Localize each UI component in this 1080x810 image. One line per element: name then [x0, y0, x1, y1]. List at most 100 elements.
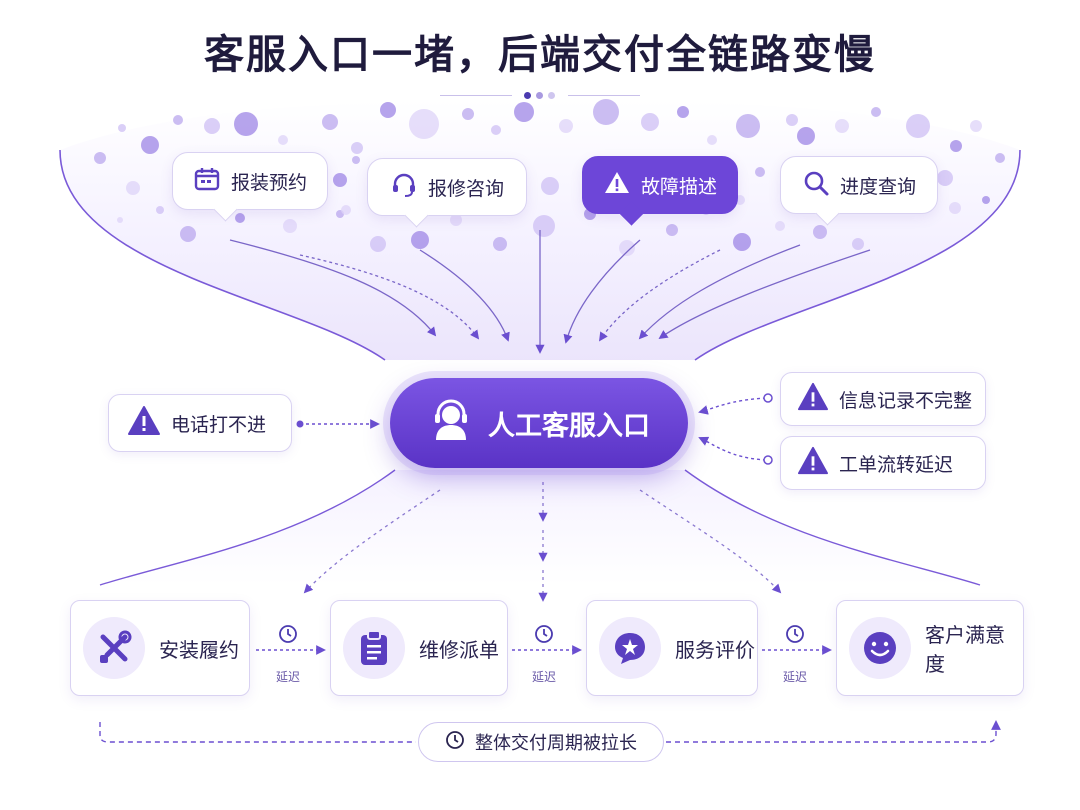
clock-icon [534, 625, 554, 647]
agent-icon [428, 397, 474, 450]
stage-card-satisfaction: 客户满意度 [836, 600, 1024, 696]
decorative-dot [755, 167, 765, 177]
top-funnel-edge-right [694, 149, 1021, 361]
decorative-dot [173, 115, 183, 125]
delay-marker-2: 延迟 [514, 624, 574, 684]
delay-marker-1: 延迟 [258, 624, 318, 684]
chat-star-icon [599, 617, 661, 679]
request-label: 故障描述 [640, 175, 717, 198]
warning-icon [797, 446, 829, 481]
clipboard-icon [343, 617, 405, 679]
delay-label: 延迟 [782, 670, 807, 684]
request-bubble-booking: 报装预约 [172, 152, 328, 222]
decorative-dot [514, 102, 534, 122]
top-funnel-edge-left [59, 149, 386, 361]
issue-card-records: 信息记录不完整 [780, 372, 986, 426]
issue-label: 信息记录不完整 [839, 389, 973, 412]
cycle-summary-pill: 整体交付周期被拉长 [418, 722, 664, 762]
decorative-dot [411, 231, 429, 249]
warning-icon [797, 382, 829, 417]
decorative-dot [370, 236, 386, 252]
decorative-dot [126, 181, 140, 195]
decorative-dot [204, 118, 220, 134]
issue-label: 工单流转延迟 [839, 453, 954, 476]
request-bubble-repair: 报修咨询 [367, 158, 527, 228]
stage-label: 维修派单 [419, 637, 499, 662]
issue-label: 电话打不进 [171, 413, 267, 436]
issue-card-phone: 电话打不进 [108, 394, 292, 452]
issue-card-ticket: 工单流转延迟 [780, 436, 986, 490]
request-bubble-fault: 故障描述 [582, 156, 738, 226]
downstream-arrows [303, 482, 782, 602]
decorative-dot [707, 135, 717, 145]
decorative-dot [283, 219, 297, 233]
decorative-dot [234, 112, 258, 136]
clock-icon [278, 625, 298, 647]
clock-icon [785, 625, 805, 647]
title-divider [440, 90, 640, 102]
decorative-dot [180, 226, 196, 242]
warning-icon [603, 169, 631, 202]
delay-marker-3: 延迟 [765, 624, 825, 684]
decorative-dot [333, 173, 347, 187]
decorative-dot [641, 113, 659, 131]
cycle-summary-label: 整体交付周期被拉长 [475, 733, 637, 754]
decorative-dot [593, 99, 619, 125]
bottom-edge-left [99, 469, 396, 586]
decorative-dot [559, 119, 573, 133]
decorative-dot [949, 202, 961, 214]
decorative-dot [351, 142, 363, 154]
decorative-dot [950, 140, 962, 152]
headset-icon [390, 171, 418, 204]
page-title: 客服入口一堵，后端交付全链路变慢 [204, 32, 876, 78]
decorative-dot [462, 108, 474, 120]
decorative-dot [995, 153, 1005, 163]
decorative-dot [118, 124, 126, 132]
decorative-dot [94, 152, 106, 164]
bottom-spread-shape [100, 470, 980, 585]
decorative-dot [322, 114, 338, 130]
decorative-dot [619, 240, 635, 256]
decorative-dot [970, 120, 982, 132]
decorative-dot [541, 177, 559, 195]
converging-arrows [229, 230, 871, 354]
decorative-dot [813, 225, 827, 239]
decorative-dot [906, 114, 930, 138]
warning-icon [127, 405, 161, 442]
decorative-dot [937, 170, 953, 186]
smile-icon [849, 617, 911, 679]
delay-label: 延迟 [275, 670, 300, 684]
decorative-dot [352, 156, 360, 164]
request-label: 进度查询 [839, 175, 916, 198]
request-bubble-progress: 进度查询 [780, 156, 938, 226]
decorative-dot [736, 114, 760, 138]
clock-icon [445, 730, 465, 755]
decorative-dot [533, 215, 555, 237]
decorative-dot [380, 102, 396, 118]
decorative-dot [982, 196, 990, 204]
decorative-dot [493, 237, 507, 251]
decorative-dot [117, 217, 123, 223]
tools-icon [83, 617, 145, 679]
decorative-dot [341, 205, 351, 215]
stage-label: 服务评价 [675, 637, 755, 662]
delay-label: 延迟 [531, 670, 556, 684]
decorative-dot [835, 119, 849, 133]
decorative-dot [797, 127, 815, 145]
search-icon [802, 169, 830, 202]
request-label: 报装预约 [230, 171, 307, 194]
stage-card-dispatch: 维修派单 [330, 600, 508, 696]
stage-label: 客户满意度 [925, 623, 1005, 676]
decorative-dot [871, 107, 881, 117]
decorative-dot [852, 238, 864, 250]
center-label: 人工客服入口 [488, 410, 650, 442]
stage-label: 安装履约 [159, 637, 239, 662]
decorative-dot [786, 114, 798, 126]
decorative-dot [775, 221, 785, 231]
decorative-dot [733, 233, 751, 251]
decorative-dot [450, 214, 462, 226]
decorative-dot [677, 106, 689, 118]
decorative-dot [278, 135, 288, 145]
bottom-edge-right [684, 469, 981, 586]
